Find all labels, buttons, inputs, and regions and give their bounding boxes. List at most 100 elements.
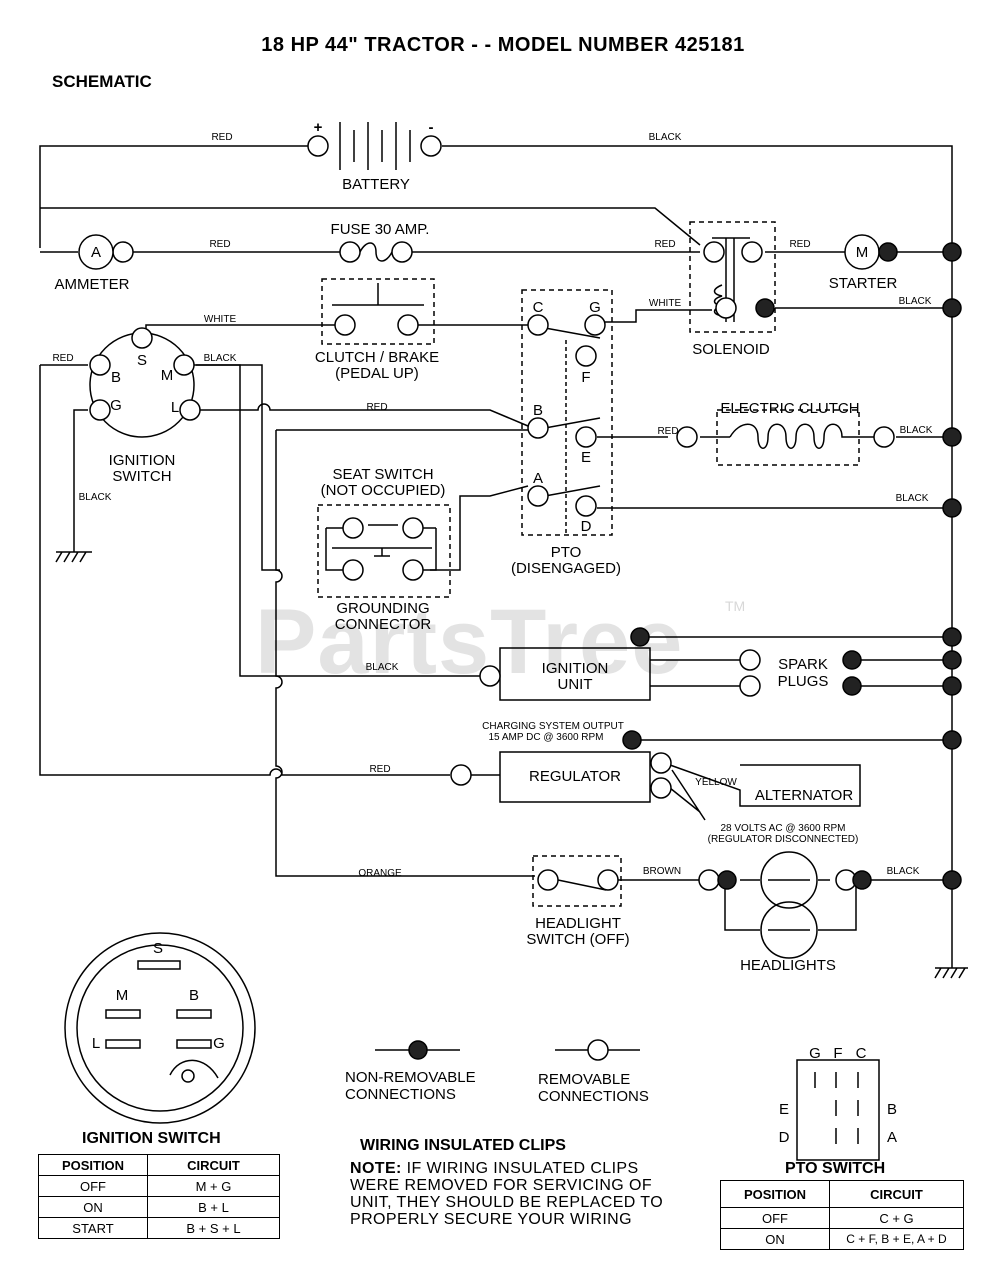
table-row: START B + S + L [38, 1217, 280, 1239]
table-row: ON C + F, B + E, A + D [720, 1228, 964, 1250]
alternator-volts-label: 28 VOLTS AC @ 3600 RPM [720, 823, 845, 834]
wire-label-black-solenoid: BLACK [899, 296, 932, 307]
fuse-label: FUSE 30 AMP. [331, 221, 430, 238]
ign-terminal-m: M [161, 367, 174, 384]
wire-label-red-ammeter: RED [209, 239, 230, 250]
starter-label: STARTER [829, 275, 898, 292]
ignition-switch-sublabel: SWITCH [112, 468, 171, 485]
pto-sublabel: (DISENGAGED) [511, 560, 621, 577]
ignition-switch-label: IGNITION [109, 452, 176, 469]
charging-output-label: CHARGING SYSTEM OUTPUT [482, 721, 624, 732]
alternator-volts-sublabel: (REGULATOR DISCONNECTED) [708, 834, 859, 845]
wire-label-black-head: BLACK [887, 866, 920, 877]
table-header-cell: CIRCUIT [147, 1154, 280, 1176]
table-cell: ON [38, 1196, 148, 1218]
wire-label-black-d: BLACK [896, 493, 929, 504]
table-cell: ON [720, 1228, 830, 1250]
table-header-cell: POSITION [38, 1154, 148, 1176]
wire-label-red-fuse: RED [654, 239, 675, 250]
clutch-brake-label: CLUTCH / BRAKE [315, 349, 439, 366]
ignition-switch-table: POSITION CIRCUIT OFF M + G ON B + L STAR… [38, 1154, 280, 1239]
starter-symbol: M [856, 244, 869, 261]
grounding-connector-label: GROUNDING [336, 600, 429, 617]
pto-table-title: PTO SWITCH [785, 1160, 886, 1177]
watermark-trademark: TM [725, 598, 746, 614]
legend-nonremovable-sub: CONNECTIONS [345, 1086, 456, 1103]
ign-terminal-l: L [171, 399, 179, 416]
table-header-cell: CIRCUIT [829, 1180, 964, 1208]
wire-label-yellow-alt: YELLOW [695, 777, 737, 788]
pto-face-c: C [856, 1045, 867, 1062]
pto-face-e: E [779, 1101, 789, 1118]
ammeter-label: AMMETER [55, 276, 130, 293]
ignition-unit-label: IGNITION [542, 660, 609, 677]
headlights-label: HEADLIGHTS [740, 957, 836, 974]
clips-note: NOTE: IF WIRING INSULATED CLIPS WERE REM… [350, 1160, 680, 1228]
pto-face-g: G [809, 1045, 821, 1062]
ign-face-l: L [92, 1035, 100, 1052]
wire-label-black-eclutch: BLACK [900, 425, 933, 436]
table-cell: START [38, 1217, 148, 1239]
charging-output-sublabel: 15 AMP DC @ 3600 RPM [488, 732, 603, 743]
legend-nonremovable: NON-REMOVABLE [345, 1069, 476, 1086]
wire-label-black-ignunit: BLACK [366, 662, 399, 673]
solenoid-label: SOLENOID [692, 341, 770, 358]
table-cell: OFF [38, 1175, 148, 1197]
seat-switch-sublabel: (NOT OCCUPIED) [321, 482, 446, 499]
pto-face-d: D [779, 1129, 790, 1146]
table-row: OFF M + G [38, 1175, 280, 1197]
pto-terminal-g: G [589, 299, 601, 316]
table-header-row: POSITION CIRCUIT [38, 1154, 280, 1176]
spark-plugs-sublabel: PLUGS [778, 673, 829, 690]
wire-label-red-eclutch: RED [657, 426, 678, 437]
wire-label-red-b: RED [366, 402, 387, 413]
battery-minus-label: - [429, 119, 434, 136]
ign-terminal-g: G [110, 397, 122, 414]
table-header-row: POSITION CIRCUIT [720, 1180, 964, 1208]
seat-switch-label: SEAT SWITCH [332, 466, 433, 483]
wire-label-black-ground: BLACK [79, 492, 112, 503]
pto-face-a: A [887, 1129, 897, 1146]
wire-label-red-ign: RED [52, 353, 73, 364]
wire-label-red-starter: RED [789, 239, 810, 250]
ign-face-s: S [153, 940, 163, 957]
ammeter-symbol: A [91, 244, 101, 261]
wire-label-black-battery: BLACK [649, 132, 682, 143]
headlight-switch-label: HEADLIGHT [535, 915, 621, 932]
headlight-switch-sublabel: SWITCH (OFF) [526, 931, 629, 948]
regulator-label: REGULATOR [529, 768, 621, 785]
table-cell: C + F, B + E, A + D [829, 1228, 964, 1250]
battery-plus-label: + [314, 119, 323, 136]
wire-label-black-ign: BLACK [204, 353, 237, 364]
wire-label-brown: BROWN [643, 866, 681, 877]
pto-face-f: F [833, 1045, 842, 1062]
clutch-brake-sublabel: (PEDAL UP) [335, 365, 419, 382]
pto-face-b: B [887, 1101, 897, 1118]
table-row: OFF C + G [720, 1207, 964, 1229]
ign-terminal-b: B [111, 369, 121, 386]
table-cell: OFF [720, 1207, 830, 1229]
pto-terminal-b: B [533, 402, 543, 419]
pto-terminal-e: E [581, 449, 591, 466]
pto-switch-table: POSITION CIRCUIT OFF C + G ON C + F, B +… [720, 1180, 964, 1250]
wire-label-red-reg: RED [369, 764, 390, 775]
wire-label-white-clutch: WHITE [204, 314, 237, 325]
wire-label-red-battery: RED [211, 132, 232, 143]
schematic-heading: SCHEMATIC [52, 72, 152, 91]
wire-label-orange: ORANGE [358, 868, 402, 879]
table-header-cell: POSITION [720, 1180, 830, 1208]
pto-terminal-f: F [581, 369, 590, 386]
table-cell: M + G [147, 1175, 280, 1197]
pto-terminal-a: A [533, 470, 543, 487]
legend-removable: REMOVABLE [538, 1071, 630, 1088]
pto-terminal-d: D [581, 518, 592, 535]
ign-face-g: G [213, 1035, 225, 1052]
table-row: ON B + L [38, 1196, 280, 1218]
table-cell: B + S + L [147, 1217, 280, 1239]
pto-terminal-c: C [533, 299, 544, 316]
grounding-connector-sublabel: CONNECTOR [335, 616, 432, 633]
electric-clutch-label: ELECTRIC CLUTCH [720, 400, 859, 417]
table-cell: B + L [147, 1196, 280, 1218]
alternator-label: ALTERNATOR [755, 787, 854, 804]
